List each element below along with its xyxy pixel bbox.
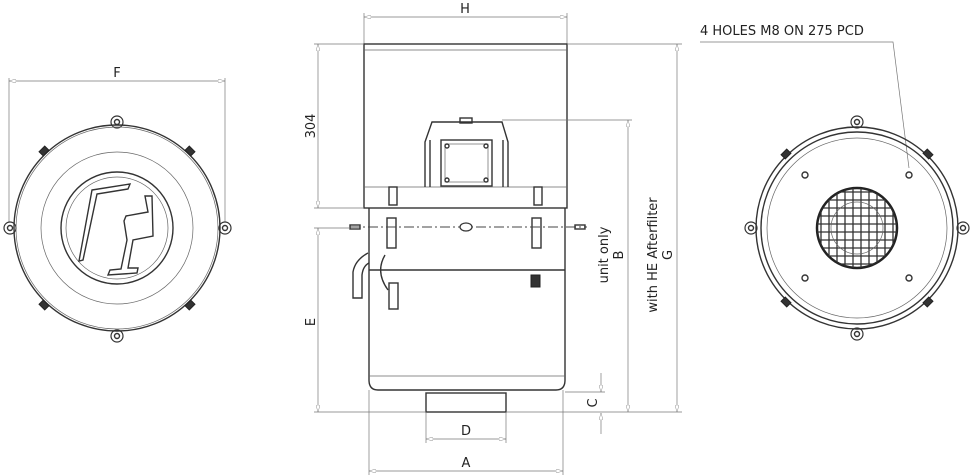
clamp-latch (780, 148, 934, 308)
holes-note: 4 HOLES M8 ON 275 PCD (700, 24, 864, 39)
dimension-d-label: D (461, 424, 471, 439)
bolt-hole-icon (801, 171, 913, 282)
dimension-c-label: C (586, 398, 601, 407)
dimension-f-label: F (113, 66, 120, 81)
filter-body (368, 208, 566, 391)
dimension-h-label: H (460, 2, 470, 17)
side-view: H (304, 2, 682, 475)
with-he-afterfilter-label: with HE Afterfilter (646, 197, 661, 313)
clamp-latch (38, 145, 196, 311)
top-view: F (3, 66, 232, 343)
dimension-e-label: E (304, 318, 319, 326)
motor (424, 117, 509, 187)
bottom-view: 4 HOLES M8 ON 275 PCD (700, 24, 970, 341)
outlet-spigot (425, 392, 507, 413)
dimension-304-label: 304 (304, 114, 319, 139)
lifting-lug (3, 115, 232, 343)
inner-ring (40, 151, 194, 305)
outer-rim (13, 124, 221, 332)
fan-housing (363, 43, 568, 209)
outlet-grille-icon (815, 186, 899, 270)
clamp-latch (380, 186, 543, 310)
dimension-g-label: G (661, 250, 676, 260)
unit-only-label: unit only (597, 226, 612, 283)
lifting-lug (744, 115, 970, 341)
outer-rim (755, 126, 959, 330)
brand-logo-icon (60, 171, 174, 285)
dimension-a-label: A (462, 456, 471, 471)
leader-line (700, 41, 910, 169)
inlet-spout (352, 252, 370, 299)
dimension-b-label: B (612, 251, 627, 260)
